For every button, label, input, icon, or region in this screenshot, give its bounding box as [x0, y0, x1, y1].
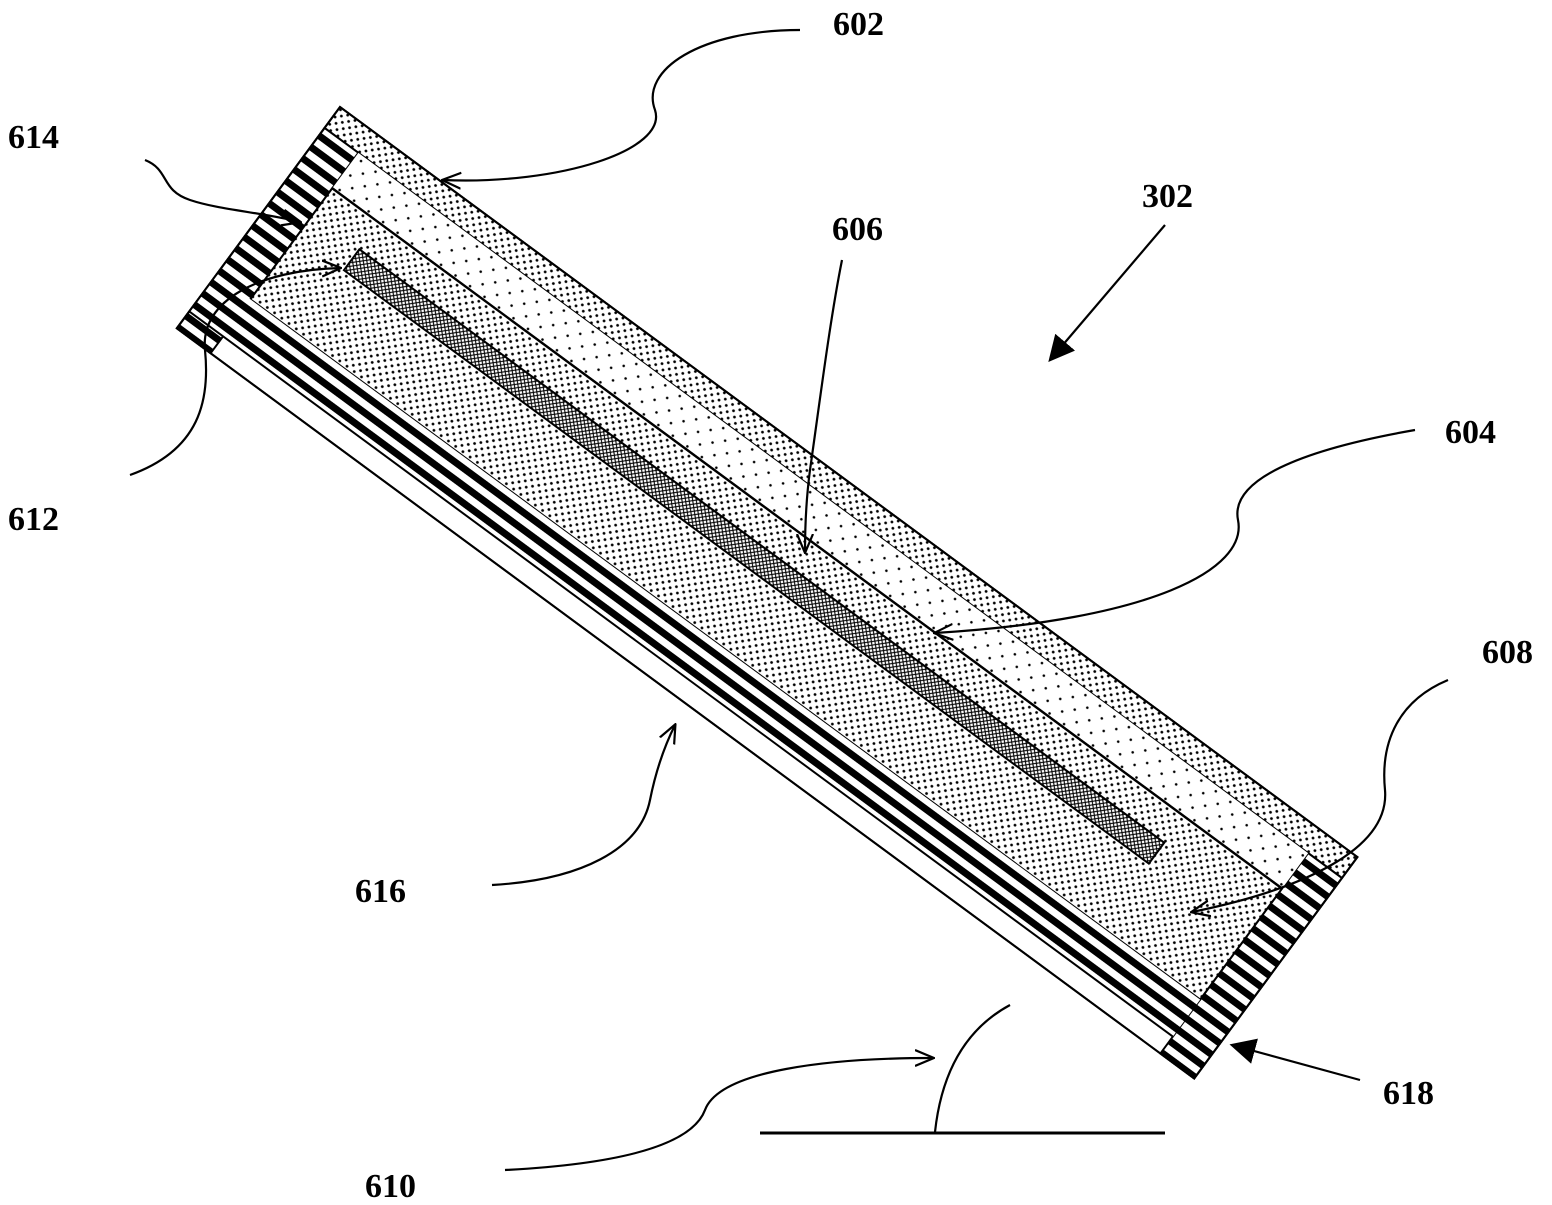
label-608: 608: [1482, 634, 1533, 671]
label-604: 604: [1445, 414, 1496, 451]
label-612: 612: [8, 501, 59, 538]
label-606: 606: [832, 211, 883, 248]
device-assembly: [177, 107, 1358, 1078]
leader-618: [1232, 1045, 1360, 1080]
label-614: 614: [8, 119, 59, 156]
leader-602: [443, 30, 800, 180]
label-616: 616: [355, 873, 406, 910]
label-610: 610: [365, 1168, 416, 1205]
label-602: 602: [833, 6, 884, 43]
angle-arc: [935, 1005, 1010, 1132]
inner-strip: [344, 249, 1164, 863]
leader-610: [505, 1058, 933, 1170]
label-302: 302: [1142, 178, 1193, 215]
label-618: 618: [1383, 1075, 1434, 1112]
leader-616: [492, 725, 675, 885]
leader-302: [1050, 225, 1165, 360]
